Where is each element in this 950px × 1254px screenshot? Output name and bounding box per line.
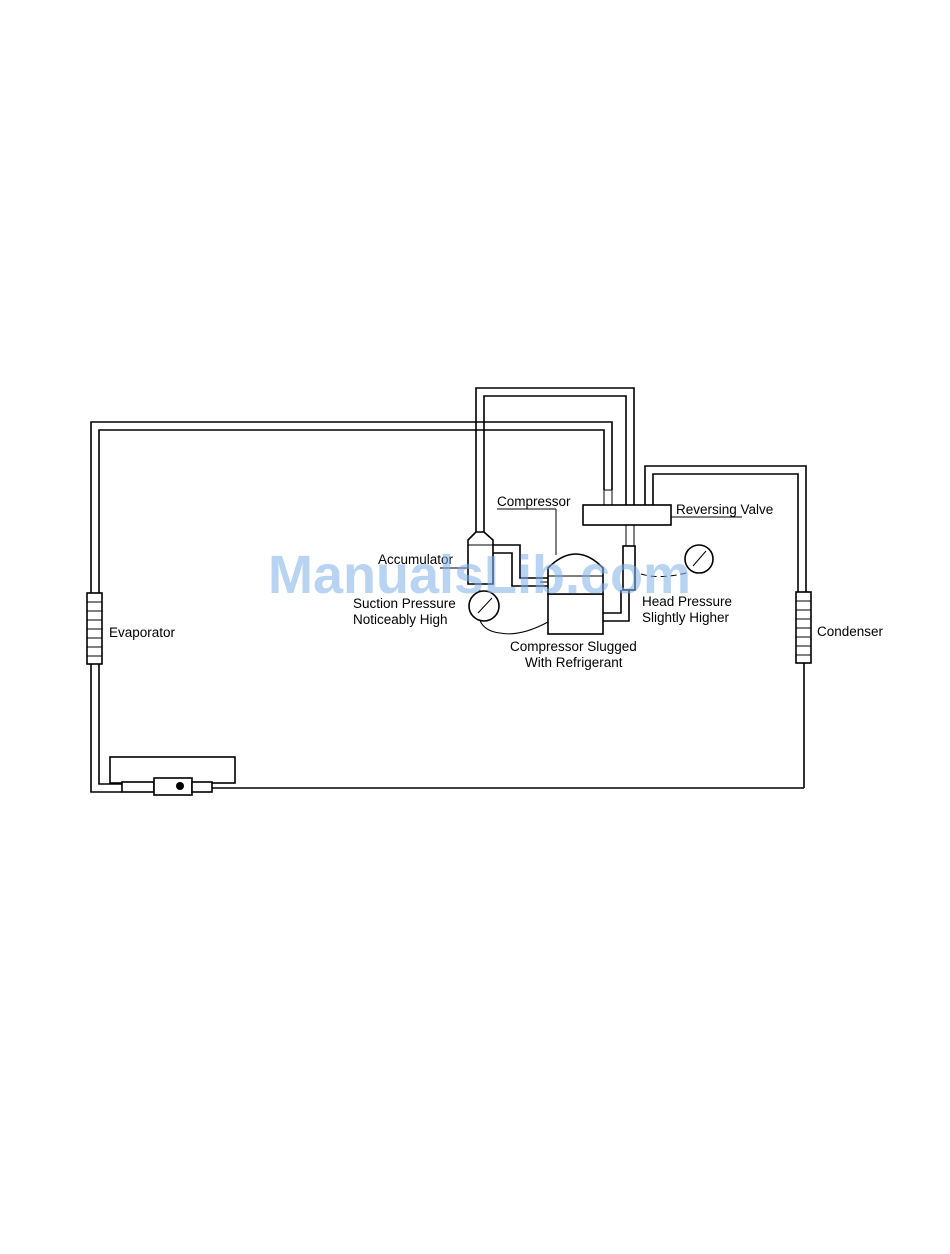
reversing-valve (583, 490, 742, 546)
metering-device (110, 757, 804, 795)
reversing-valve-label: Reversing Valve (676, 502, 773, 517)
compressor-slugged-label: Compressor Slugged (510, 639, 637, 654)
evaporator-coil (87, 593, 102, 664)
head-pressure-label-2: Slightly Higher (642, 610, 730, 625)
compressor-label: Compressor (497, 494, 571, 509)
evaporator-line (91, 422, 612, 792)
suction-pressure-label-2: Noticeably High (353, 612, 448, 627)
condenser-label: Condenser (817, 624, 884, 639)
compressor-slugged-label-2: With Refrigerant (525, 655, 623, 670)
evaporator-label: Evaporator (109, 625, 176, 640)
watermark: ManualsLib.com (268, 545, 691, 605)
condenser-coil (796, 592, 811, 663)
